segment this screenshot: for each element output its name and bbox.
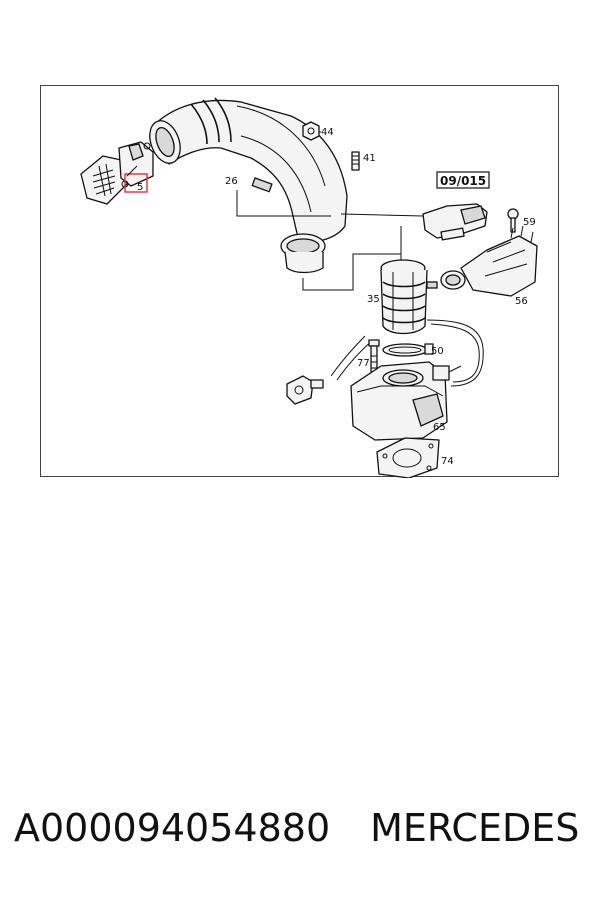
stud-bolt-part[interactable] [351,151,360,171]
bellows-part[interactable] [380,259,438,335]
reference-box-label: 09/015 [440,174,486,188]
callout-77: 77 [357,358,370,369]
parts-diagram: 5 26 44 41 [40,85,559,478]
callout-26: 26 [225,176,238,187]
connector-part[interactable] [286,375,324,405]
callout-56: 56 [515,296,528,307]
highlight-box [124,173,148,193]
intake-cover-part[interactable] [440,225,538,297]
callout-74: 74 [441,456,454,467]
sensor-assembly-part[interactable] [422,203,488,241]
screw-part[interactable] [507,208,519,233]
callout-65: 65 [433,422,446,433]
callout-44: 44 [321,127,334,138]
diagram-drawing: 5 26 44 41 [80,97,538,478]
callout-50: 50 [431,346,444,357]
part-number: A000094054880 [14,806,331,850]
callout-35: 35 [367,294,380,305]
nut-part[interactable] [302,121,320,141]
air-mass-meter-part[interactable] [80,141,154,205]
part-caption: A000094054880 MERCEDES [14,806,594,850]
intake-hose-part[interactable] [144,97,348,274]
brand-name: MERCEDES [370,806,580,850]
gasket-part[interactable] [376,437,440,478]
callout-41: 41 [363,153,376,164]
callout-59: 59 [523,217,536,228]
hose-clamp-part[interactable] [382,343,434,357]
throttle-housing-part[interactable] [350,361,462,441]
reference-box[interactable] [436,171,490,189]
callout-5: 5 [137,182,143,193]
